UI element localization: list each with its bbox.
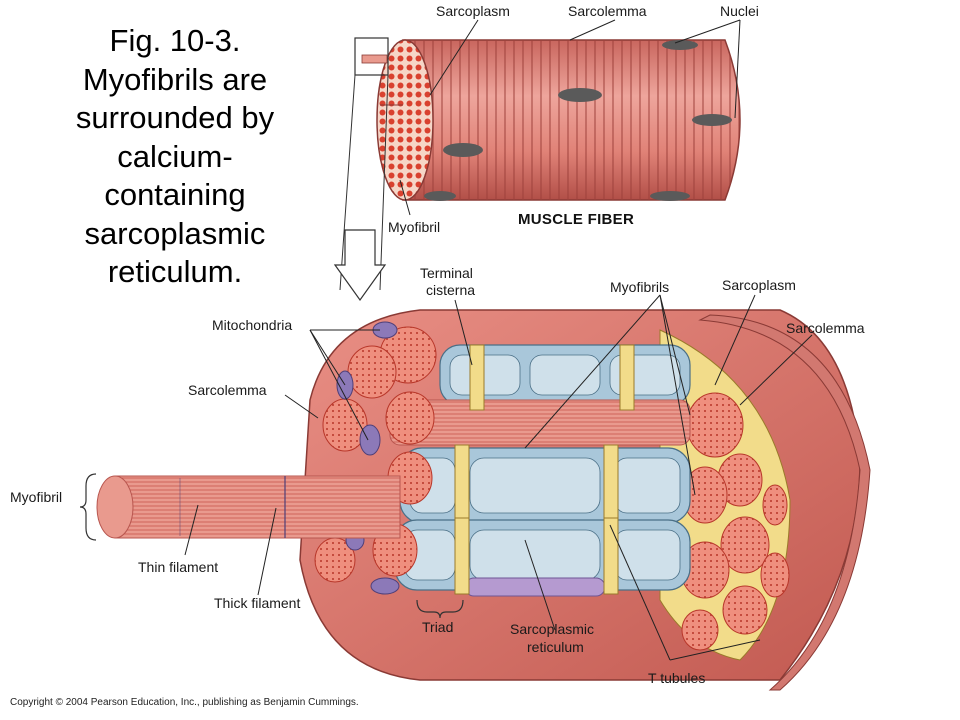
caption-line: containing bbox=[104, 177, 246, 212]
label-triad: Triad bbox=[422, 619, 453, 635]
label-reticulum: reticulum bbox=[527, 639, 584, 655]
myofibril-bracket bbox=[79, 473, 97, 541]
nuclei bbox=[424, 40, 732, 201]
mitochondrion bbox=[359, 424, 381, 456]
label-myofibrils: Myofibrils bbox=[610, 279, 669, 295]
triad-bracket bbox=[416, 599, 464, 619]
label-sarcoplasm-bottom: Sarcoplasm bbox=[722, 277, 796, 293]
myofibril-disk bbox=[686, 392, 744, 458]
nucleus bbox=[662, 40, 698, 50]
myofibril-disk bbox=[720, 516, 770, 574]
nucleus bbox=[692, 114, 732, 126]
label-sarcolemma-left: Sarcolemma bbox=[188, 382, 267, 398]
copyright-notice: Copyright © 2004 Pearson Education, Inc.… bbox=[10, 697, 359, 708]
nucleus bbox=[424, 191, 456, 201]
cross-section-myofibrils bbox=[680, 392, 790, 651]
mitochondrion bbox=[370, 577, 400, 595]
caption-line: sarcoplasmic bbox=[84, 215, 266, 251]
label-sarcolemma-top: Sarcolemma bbox=[568, 3, 647, 19]
nucleus bbox=[650, 191, 690, 201]
label-myofibril-top: Myofibril bbox=[388, 219, 440, 235]
label-sarcolemma-right: Sarcolemma bbox=[786, 320, 865, 336]
nucleus bbox=[443, 143, 483, 157]
caption-line: Fig. 10-3. bbox=[109, 23, 241, 58]
label-cisterna: cisterna bbox=[426, 282, 475, 298]
myofibril-end bbox=[385, 391, 435, 445]
label-myofibril-bottom: Myofibril bbox=[10, 489, 62, 505]
label-mitochondria: Mitochondria bbox=[212, 317, 292, 333]
subtitle-muscle-fiber: MUSCLE FIBER bbox=[518, 211, 634, 228]
muscle-fiber-cylinder bbox=[376, 39, 741, 201]
nucleus bbox=[558, 88, 602, 102]
left-end-myofibrils bbox=[314, 326, 437, 583]
myofibril-disk bbox=[762, 484, 788, 526]
myofibril-disk bbox=[760, 552, 790, 598]
caption-line: Myofibrils are bbox=[82, 61, 268, 97]
caption-line: reticulum. bbox=[107, 254, 243, 289]
bottom-leader-lines bbox=[184, 294, 813, 661]
top-leader-lines bbox=[399, 19, 741, 216]
figure-caption: Fig. 10-3. Myofibrils are surrounded by … bbox=[40, 22, 310, 292]
caption-line: calcium- bbox=[117, 138, 233, 174]
myofibril-end bbox=[347, 345, 397, 399]
label-terminal: Terminal bbox=[420, 265, 473, 281]
myofibril-disk bbox=[722, 585, 768, 635]
label-nuclei: Nuclei bbox=[720, 3, 759, 19]
label-thin-filament: Thin filament bbox=[138, 559, 218, 575]
protruding-myofibril bbox=[96, 475, 401, 539]
label-sarcoplasmic: Sarcoplasmic bbox=[510, 621, 594, 637]
t-tubules bbox=[454, 344, 635, 595]
label-sarcoplasm-top: Sarcoplasm bbox=[436, 3, 510, 19]
label-thick-filament: Thick filament bbox=[214, 595, 300, 611]
caption-line: surrounded by bbox=[75, 100, 275, 135]
label-t-tubules: T tubules bbox=[648, 670, 705, 686]
zoom-box bbox=[333, 37, 389, 302]
myofibril-disk bbox=[681, 609, 719, 651]
